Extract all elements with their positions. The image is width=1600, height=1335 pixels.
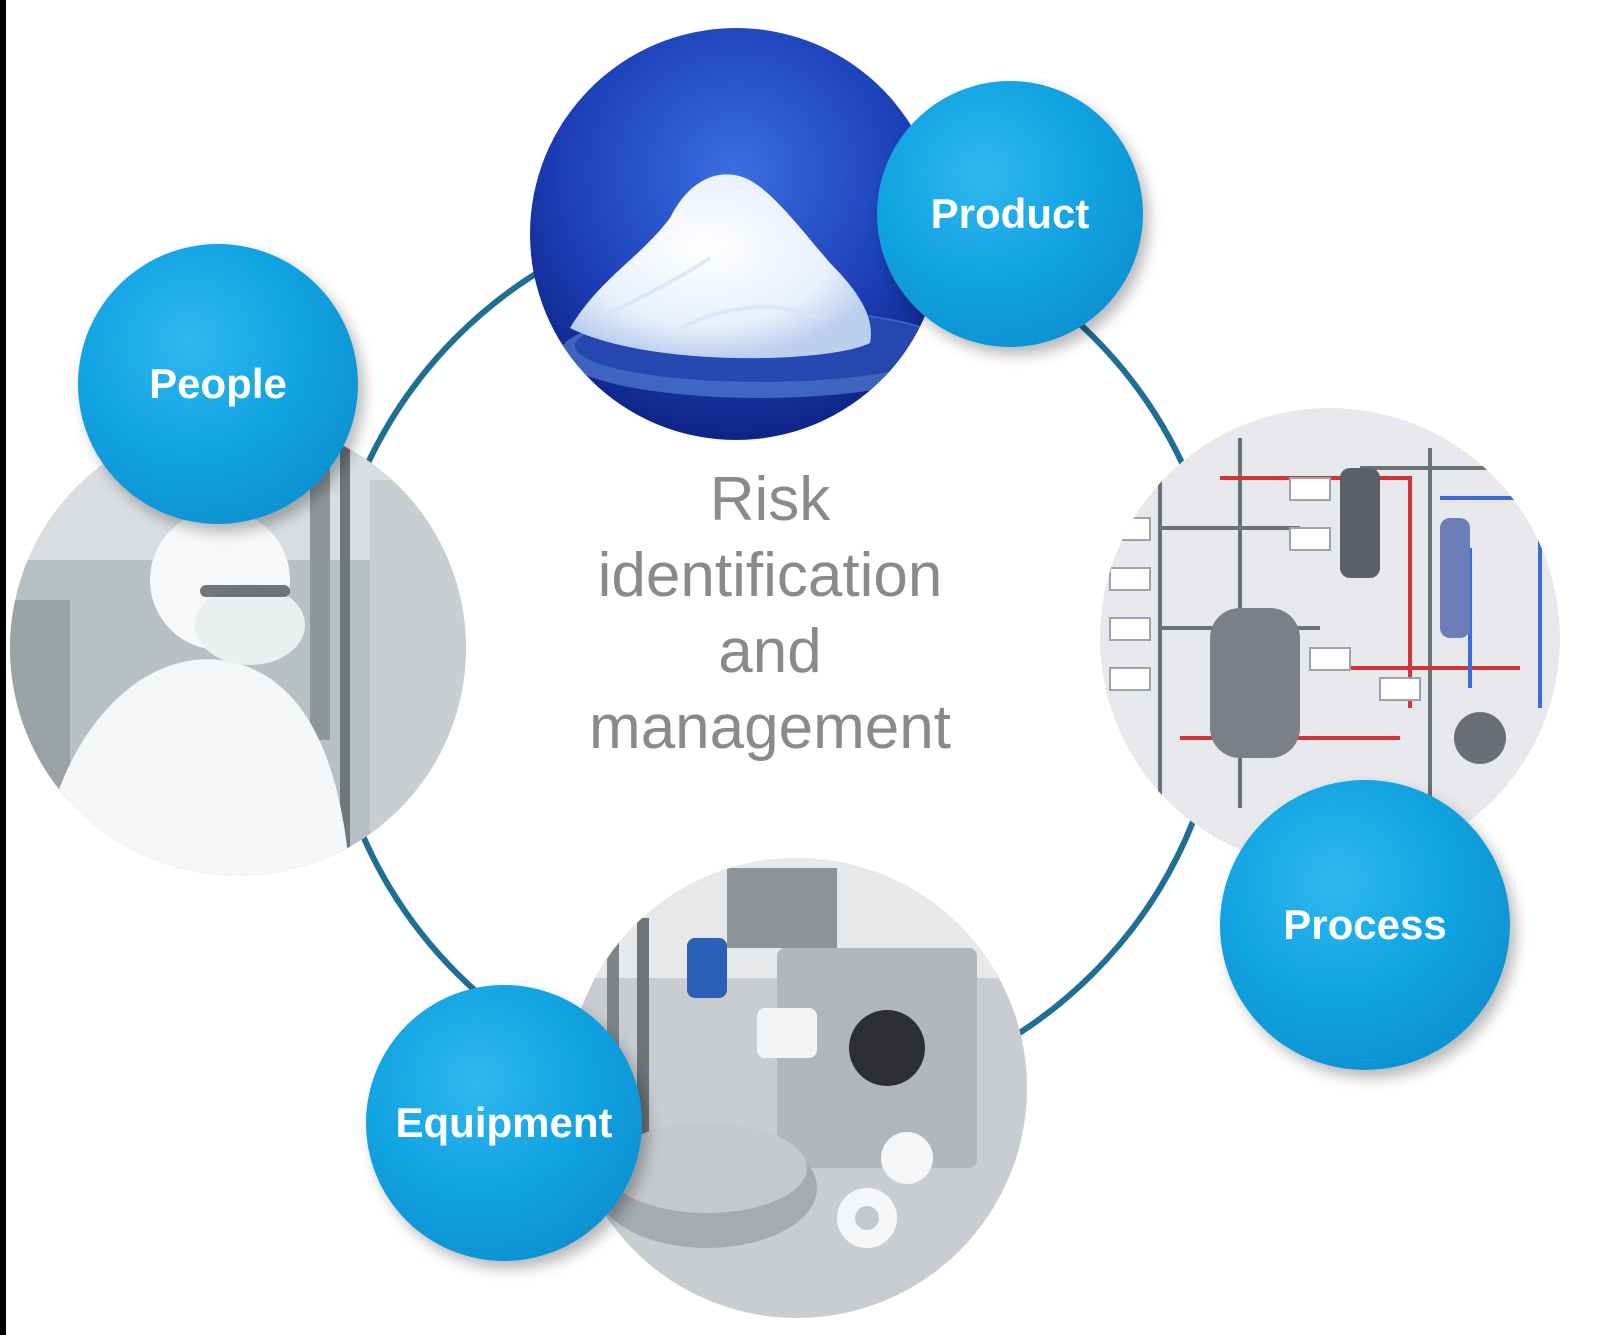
center-title: Risk identification and management xyxy=(540,462,1000,766)
center-line-1: Risk xyxy=(709,465,831,534)
center-line-3: and xyxy=(718,617,822,686)
product-photo xyxy=(530,28,942,440)
center-line-2: identification xyxy=(597,541,943,610)
node-product-label: Product xyxy=(930,190,1090,237)
node-people-label: People xyxy=(149,360,287,407)
center-line-4: management xyxy=(589,693,951,762)
node-equipment: Equipment xyxy=(366,985,642,1261)
node-process: Process xyxy=(1220,780,1510,1070)
node-people: People xyxy=(78,244,358,524)
node-equipment-label: Equipment xyxy=(395,1099,613,1146)
node-product: Product xyxy=(877,81,1143,347)
equipment-photo xyxy=(567,858,1027,1318)
left-border xyxy=(0,0,6,1335)
node-process-label: Process xyxy=(1283,901,1447,948)
